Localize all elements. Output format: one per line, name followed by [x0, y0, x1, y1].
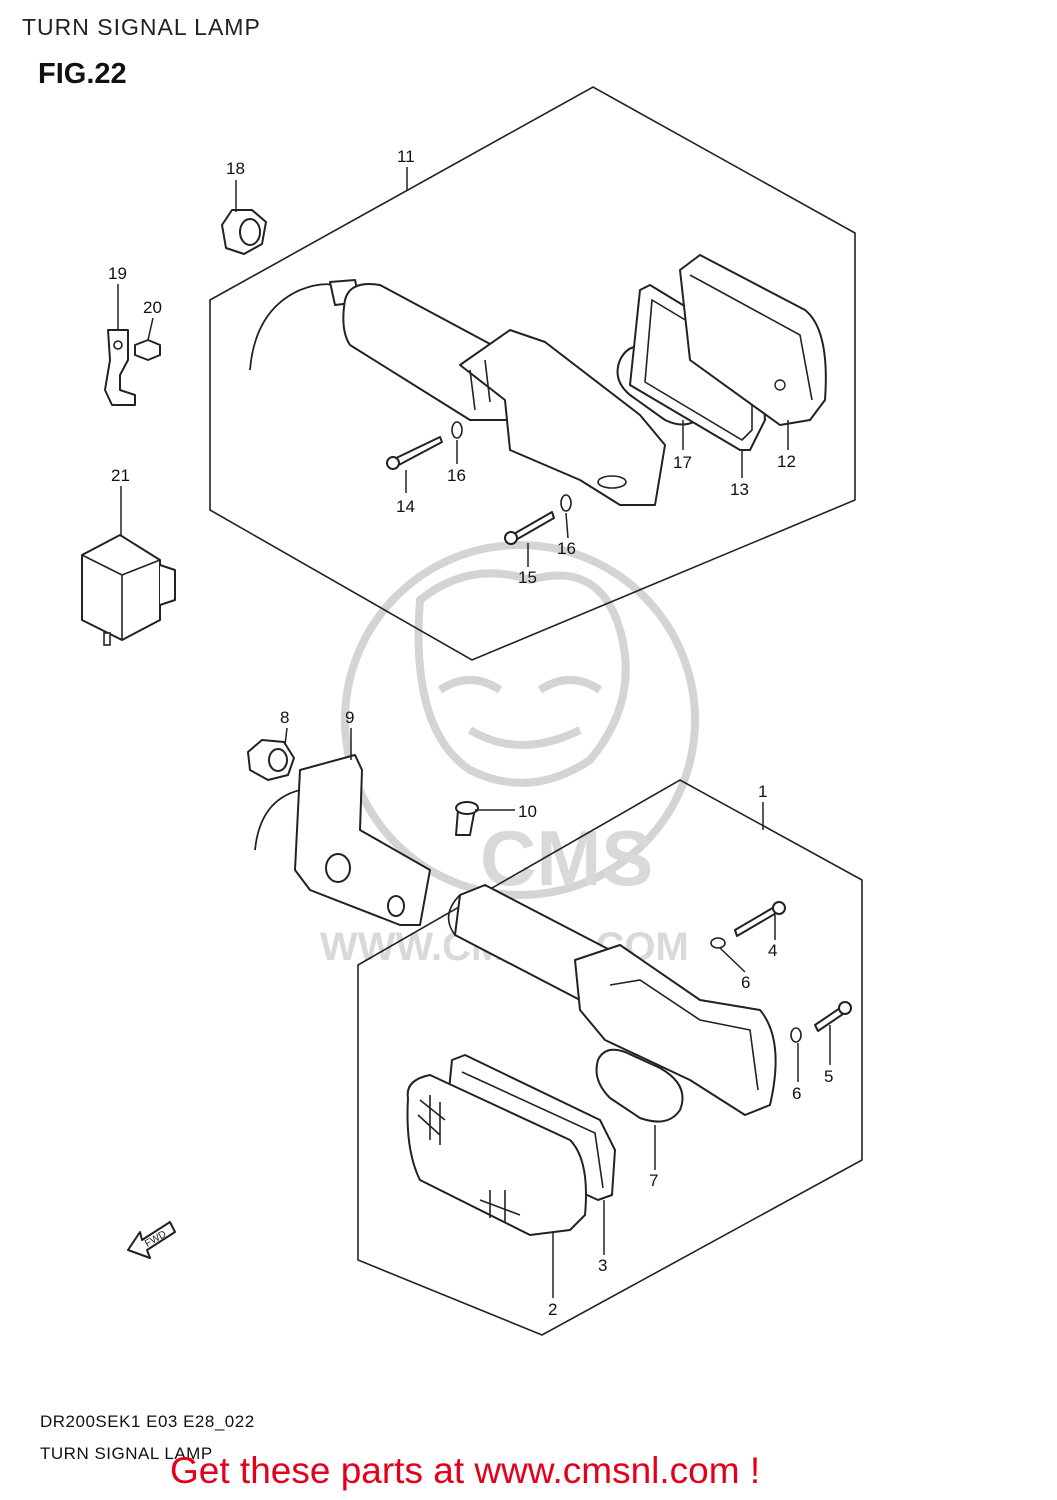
part-16-washer-b: [560, 494, 572, 512]
lower-assembly-outline: [357, 779, 863, 1336]
part-6-washer-a: [710, 937, 726, 949]
parts-diagram: CMS WWW.CMSNL.COM: [81, 86, 863, 1336]
diagram-code: DR200SEK1 E03 E28_022: [40, 1412, 255, 1431]
part-4-screw: [734, 901, 786, 937]
label-1: 1: [758, 782, 767, 801]
part-20-bolt: [134, 339, 161, 361]
part-19-bracket: [104, 329, 136, 406]
part-7-bulb: [595, 1048, 684, 1123]
figure-number: FIG.22: [38, 58, 127, 90]
cms-watermark: CMS WWW.CMSNL.COM: [320, 541, 699, 969]
label-16b: 16: [557, 539, 576, 558]
label-4: 4: [768, 941, 777, 960]
watermark-brand: CMS: [480, 814, 653, 902]
upper-lamp-body: [249, 279, 666, 506]
part-16-washer-a: [451, 421, 463, 439]
label-15: 15: [518, 568, 537, 587]
leader-lines: [117, 167, 831, 1298]
label-17: 17: [673, 453, 692, 472]
part-2-lens: [406, 1074, 587, 1236]
label-7: 7: [649, 1171, 658, 1190]
part-14-screw: [386, 436, 443, 470]
label-19: 19: [108, 264, 127, 283]
label-5: 5: [824, 1067, 833, 1086]
footer-title: TURN SIGNAL LAMP: [40, 1444, 213, 1463]
part-10-screw: [455, 801, 479, 836]
part-8-nut: [247, 739, 295, 781]
label-6b: 6: [792, 1084, 801, 1103]
part-21-relay: [81, 534, 176, 646]
part-number-labels: 18 11 19 20 21 16 14 17 13 12 15 16 8 9 …: [108, 147, 833, 1319]
label-14: 14: [396, 497, 415, 516]
lower-lamp-body: [447, 884, 777, 1116]
label-3: 3: [598, 1256, 607, 1275]
label-21: 21: [111, 466, 130, 485]
forward-arrow-icon: FWD: [127, 1221, 176, 1259]
page-header-title: TURN SIGNAL LAMP: [22, 14, 261, 40]
label-2: 2: [548, 1300, 557, 1319]
label-10: 10: [518, 802, 537, 821]
label-11: 11: [397, 147, 415, 166]
part-12-lens: [679, 254, 827, 426]
part-18-nut: [221, 209, 267, 255]
fwd-label: FWD: [143, 1229, 168, 1250]
part-15-screw: [504, 511, 555, 545]
label-18: 18: [226, 159, 245, 178]
label-12: 12: [777, 452, 796, 471]
part-6-washer-b: [790, 1027, 802, 1043]
part-9-bracket: [254, 754, 431, 926]
part-5-screw: [814, 1001, 852, 1032]
label-13: 13: [730, 480, 749, 499]
label-16a: 16: [447, 466, 466, 485]
label-8: 8: [280, 708, 289, 727]
cta-link[interactable]: Get these parts at www.cmsnl.com !: [170, 1450, 761, 1491]
upper-assembly-outline: [209, 86, 856, 661]
label-6a: 6: [741, 973, 750, 992]
label-20: 20: [143, 298, 162, 317]
label-9: 9: [345, 708, 354, 727]
